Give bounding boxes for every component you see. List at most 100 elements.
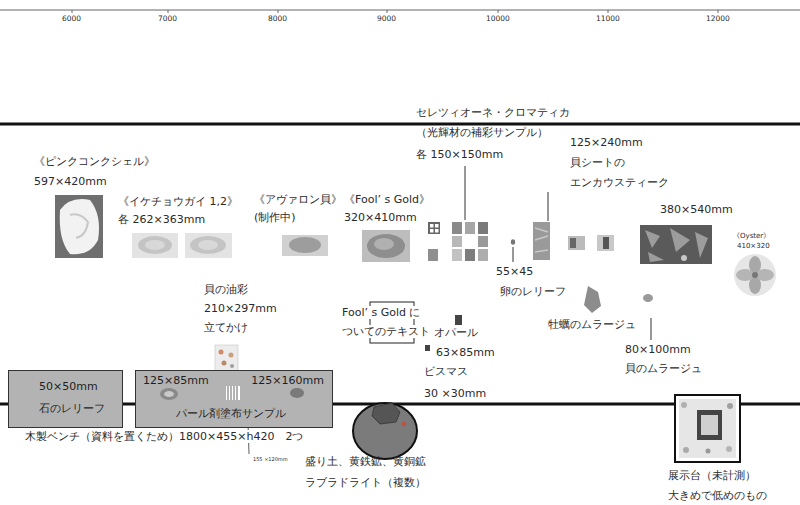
- ruler-number: 6000: [62, 14, 81, 23]
- note: (制作中): [254, 211, 296, 224]
- ikechou-image: [138, 236, 172, 254]
- shell-moulage-image: [643, 294, 653, 302]
- note: Fool’ s Gold に: [341, 306, 421, 319]
- note: 貝のムラージュ: [625, 362, 702, 375]
- ruler: [0, 10, 800, 13]
- egg-relief-image: [511, 239, 515, 245]
- note: ついてのテキスト: [341, 325, 431, 338]
- work-title: セレツィオーネ・クロマティカ: [416, 106, 570, 119]
- color-sample-grid: [452, 222, 462, 234]
- ruler-number: 11000: [596, 14, 620, 23]
- oil-painting-image: [222, 361, 227, 366]
- ruler: [278, 10, 279, 13]
- note: 木製ベンチ（資料を置くため）1800×455×h420 2つ: [24, 430, 304, 443]
- bench-fill: [8, 370, 123, 428]
- color-sample-grid: [478, 249, 488, 261]
- dimension: 80×100mm: [625, 343, 691, 356]
- mineral-image: [455, 315, 462, 325]
- work-title: 《Fool’ s Gold》: [344, 193, 430, 206]
- encaustic-image: [533, 222, 550, 260]
- note: 貝シートの: [570, 156, 625, 169]
- oil-painting-image: [215, 345, 238, 372]
- note: （光輝材の補彩サンプル）: [416, 126, 548, 139]
- display-stand: [697, 410, 722, 440]
- collage-image: [681, 255, 687, 261]
- caption-text: パール剤塗布サンプル: [176, 407, 286, 420]
- color-sample-grid: [435, 229, 439, 233]
- pink-conch-image: [60, 199, 99, 254]
- oyster-moulage-image: [584, 286, 601, 313]
- color-sample-grid: [430, 229, 434, 233]
- ikechou-image: [190, 236, 226, 254]
- pink-conch-image: [55, 195, 103, 258]
- small-sample-image: [568, 236, 585, 250]
- note: ビスマス: [424, 365, 468, 378]
- note: 貝の油彩: [204, 283, 248, 296]
- pink-conch-image: [55, 195, 103, 258]
- fools-gold-image: [367, 234, 405, 258]
- leader-line: [513, 247, 514, 262]
- display-stand: [683, 447, 689, 453]
- ruler: [498, 10, 499, 13]
- avalon-image: [282, 235, 328, 256]
- oyster-image: [736, 269, 754, 281]
- dimension: 125×160mm: [251, 374, 324, 387]
- fools-gold-image: [362, 230, 410, 262]
- note: 卵のレリーフ: [500, 285, 566, 298]
- ruler: [168, 10, 169, 13]
- note: 立てかけ: [204, 321, 248, 334]
- ruler-number: 7000: [158, 14, 177, 23]
- color-sample-grid: [452, 236, 462, 247]
- ruler-number: 10000: [486, 14, 510, 23]
- leader-line: [651, 318, 652, 340]
- work-title: 《イケチョウガイ 1,2》: [118, 195, 238, 208]
- dimension: 380×540mm: [660, 203, 733, 216]
- color-sample-grid: [478, 236, 488, 247]
- ikechou-image: [185, 233, 232, 258]
- color-sample-grid: [465, 249, 475, 261]
- work-title: 《ピンクコンクシェル》: [34, 155, 155, 168]
- shell-moulage-image: [643, 294, 653, 302]
- small-sample-image: [603, 237, 609, 249]
- color-sample-grid: [428, 249, 438, 261]
- dimension: 210×297mm: [204, 302, 277, 315]
- color-sample-grid: [428, 222, 440, 234]
- dimension: 125×240mm: [570, 136, 643, 149]
- encaustic-image: [535, 228, 548, 252]
- oil-painting-image: [229, 353, 234, 358]
- oil-painting-image: [215, 345, 238, 372]
- dimension: 125×85mm: [143, 374, 209, 387]
- bench-fill: [135, 370, 333, 428]
- oil-painting-image: [230, 364, 234, 368]
- note: 盛り土、黄鉄鉱、黄銅鉱: [305, 455, 426, 468]
- ruler: [718, 10, 719, 13]
- ikechou-image: [145, 240, 165, 250]
- mound-ellipse: [372, 403, 400, 424]
- color-sample-grid: [452, 249, 462, 261]
- mound-ellipse: [402, 422, 406, 426]
- display-stand: [726, 446, 732, 452]
- leader-line: [548, 192, 549, 221]
- bench-sample-image: [290, 388, 304, 398]
- oyster-image: [756, 269, 774, 281]
- bench-box: 50×50mm石のレリーフ: [8, 370, 123, 428]
- oyster-image: [752, 272, 758, 278]
- ruler-number: 8000: [268, 14, 287, 23]
- fools-gold-image: [362, 230, 410, 262]
- dimension: 410×320: [737, 242, 770, 250]
- ruler-number: 9000: [377, 14, 396, 23]
- ruler-number: 12000: [706, 14, 730, 23]
- pink-conch-image: [70, 214, 88, 238]
- ruler: [72, 10, 73, 13]
- oil-painting-image: [219, 350, 224, 355]
- oyster-image: [734, 254, 776, 296]
- ruler: [608, 10, 609, 13]
- work-title: 《アヴァロン貝》: [254, 193, 342, 206]
- dimension: 320×410mm: [344, 211, 417, 224]
- bench-fill: [8, 370, 333, 428]
- dimension: 597×420mm: [34, 175, 107, 188]
- note: 牡蠣のムラージュ: [548, 318, 636, 331]
- display-stand: [701, 415, 718, 435]
- dimension: 30 ×30mm: [424, 387, 486, 400]
